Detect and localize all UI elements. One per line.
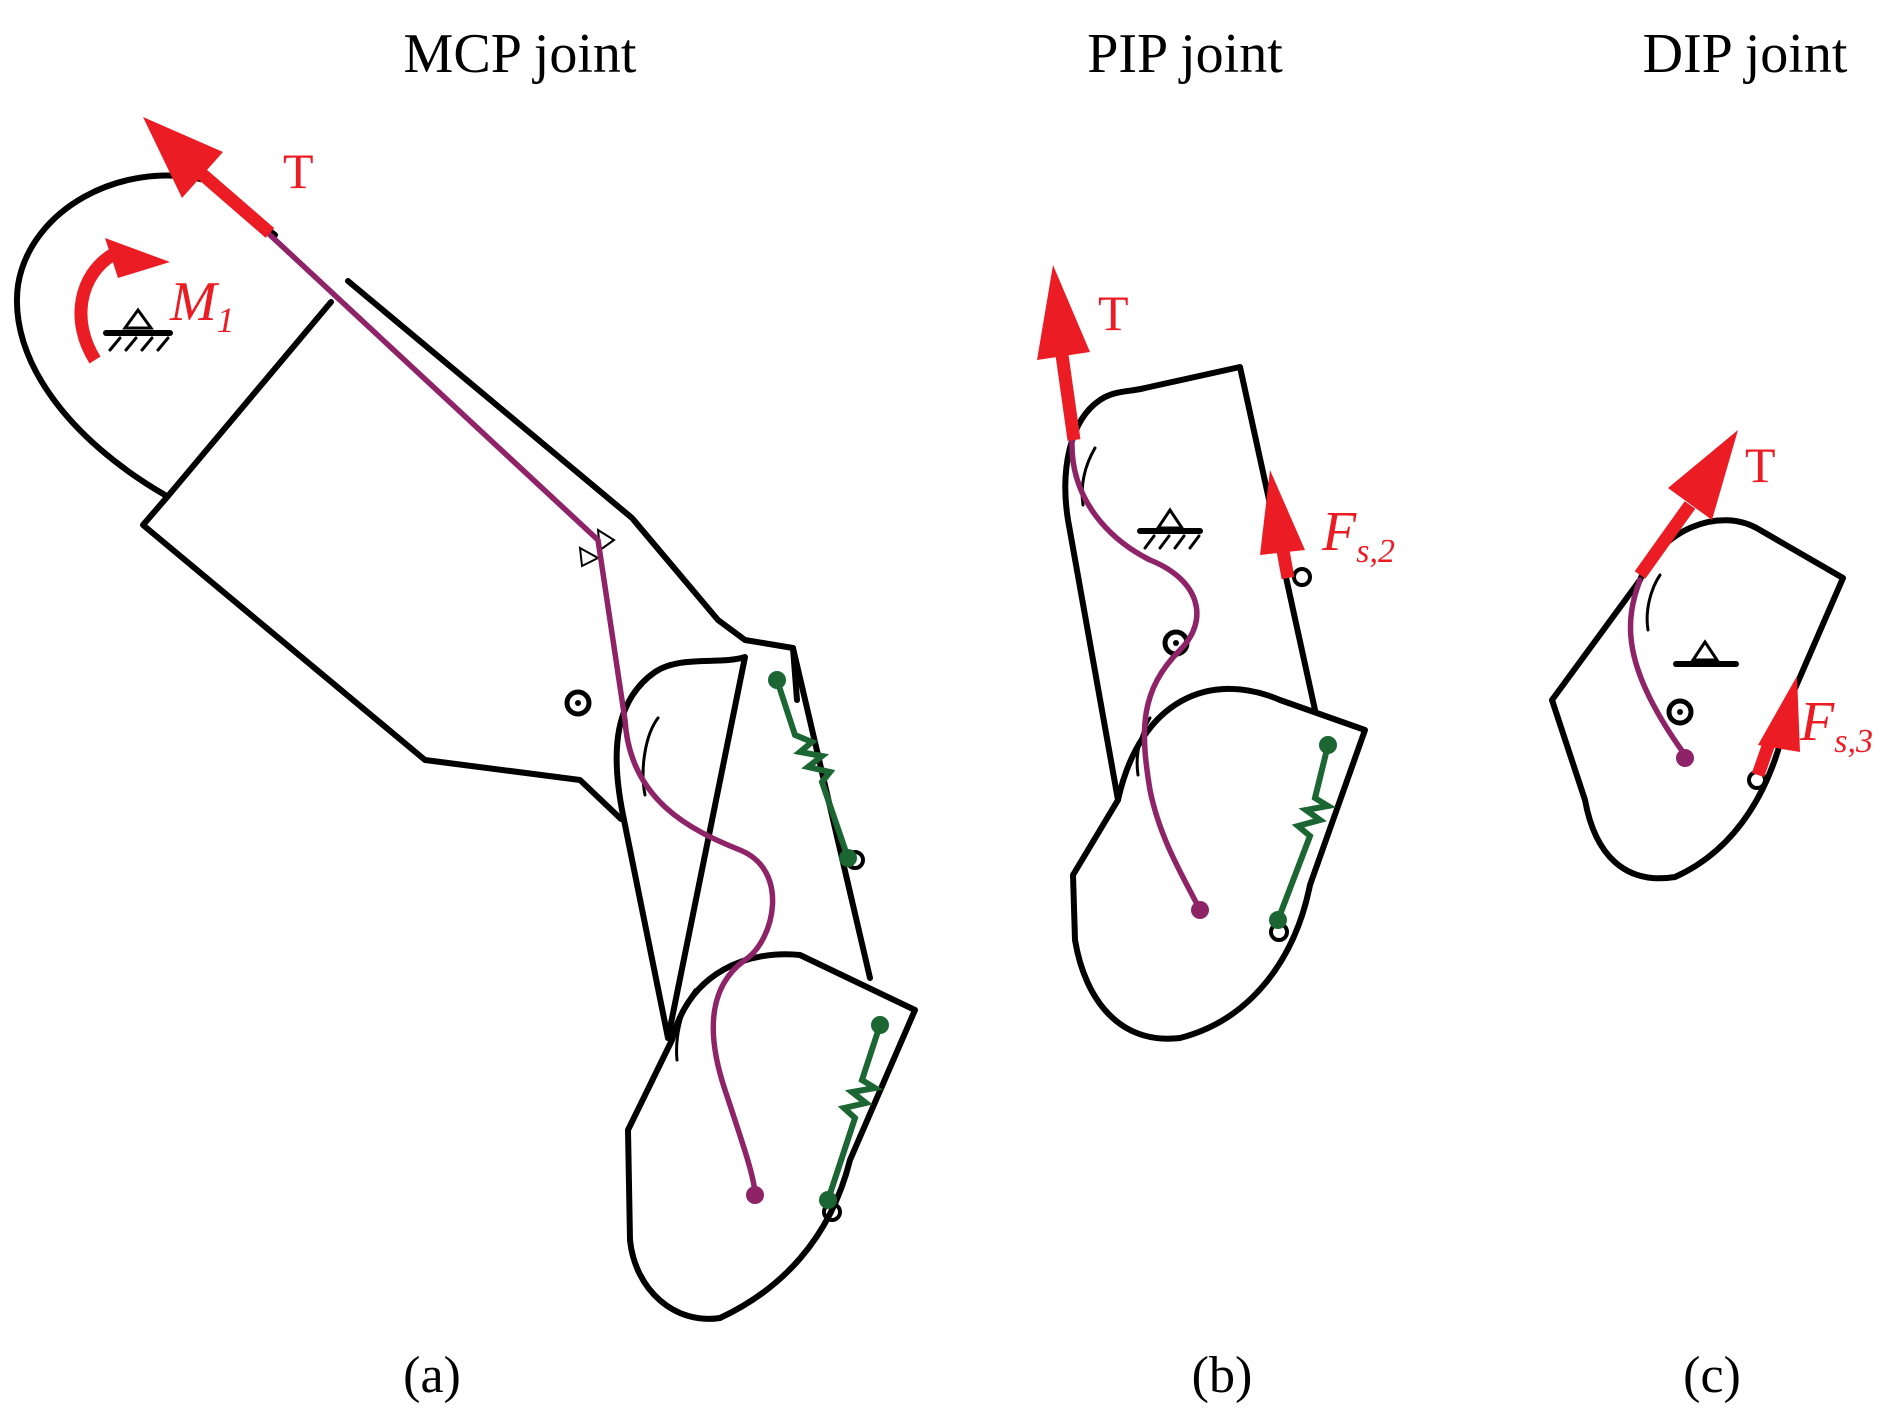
mcp-spring-2-bottom (819, 1191, 837, 1209)
mcp-spring-2 (825, 1022, 884, 1203)
mcp-middle-joint-arc (641, 716, 660, 797)
panel-c-dip: T Fs,3 (1549, 430, 1873, 882)
dip-joint-arc (1645, 573, 1662, 632)
mcp-moment-arrow-shaft (74, 249, 116, 364)
title-pip-joint: PIP joint (1087, 23, 1283, 85)
mcp-joint-pin-icon (564, 689, 592, 717)
dip-joint-pin-icon (1666, 698, 1694, 726)
pip-spring-bottom (1269, 911, 1287, 929)
title-mcp-joint: MCP joint (404, 23, 637, 85)
mcp-base-link (13, 172, 278, 498)
mcp-proximal-link (140, 278, 800, 822)
mcp-middle-link (613, 645, 873, 1041)
pip-tension-label: T (1098, 285, 1129, 341)
mcp-ground-pivot-icon (103, 307, 173, 352)
pip-middle-link (1062, 364, 1318, 803)
dip-ground-pivot-icon (1673, 639, 1739, 667)
caption-b: (b) (1192, 1347, 1253, 1404)
pip-tendon-end (1191, 901, 1209, 919)
pip-joint-arc-1 (1080, 446, 1097, 507)
pip-force-label: Fs,2 (1321, 501, 1395, 570)
dip-tendon (1627, 577, 1688, 758)
mcp-tension-label: T (283, 143, 314, 199)
pip-force-arrow-head (1260, 470, 1305, 555)
mcp-tendon (267, 232, 776, 1198)
dip-force-arrow-head (1758, 676, 1800, 752)
mcp-moment-label: M1 (169, 271, 235, 340)
mcp-spring-2-top (871, 1016, 889, 1034)
pip-force-anchor-icon (1292, 567, 1312, 587)
panel-b-pip: T Fs,2 (1037, 265, 1395, 1042)
dip-tendon-end (1676, 749, 1694, 767)
pip-tendon (1069, 437, 1203, 913)
title-dip-joint: DIP joint (1643, 23, 1848, 85)
pip-spring (1275, 742, 1337, 923)
mcp-tension-arrow-shaft (190, 163, 275, 238)
mcp-spring-1-bottom (839, 849, 857, 867)
mcp-spring-1 (774, 677, 851, 861)
caption-c: (c) (1683, 1347, 1741, 1404)
dip-tension-arrow-shaft (1634, 501, 1696, 579)
caption-a: (a) (403, 1347, 461, 1404)
pip-tension-arrow-shaft (1055, 354, 1081, 441)
pip-distal-link (1070, 685, 1368, 1042)
mcp-spring-1-top (768, 671, 786, 689)
mcp-moment-arrow-head (105, 238, 170, 278)
mcp-base-joint-line (165, 299, 334, 499)
dip-force-label: Fs,3 (1799, 691, 1873, 760)
pip-spring-top (1319, 736, 1337, 754)
mcp-distal-link (625, 951, 918, 1322)
mcp-tendon-end (746, 1186, 764, 1204)
panel-a-mcp: T M1 (13, 117, 918, 1322)
dip-tension-arrow-head (1668, 430, 1738, 520)
mcp-tension-arrow-head (143, 117, 223, 198)
dip-distal-link (1549, 517, 1846, 882)
pip-ground-pivot-icon (1137, 507, 1203, 550)
dip-tension-label: T (1745, 437, 1776, 493)
mcp-distal-joint-arc (675, 988, 697, 1062)
pip-tension-arrow-head (1037, 265, 1090, 360)
